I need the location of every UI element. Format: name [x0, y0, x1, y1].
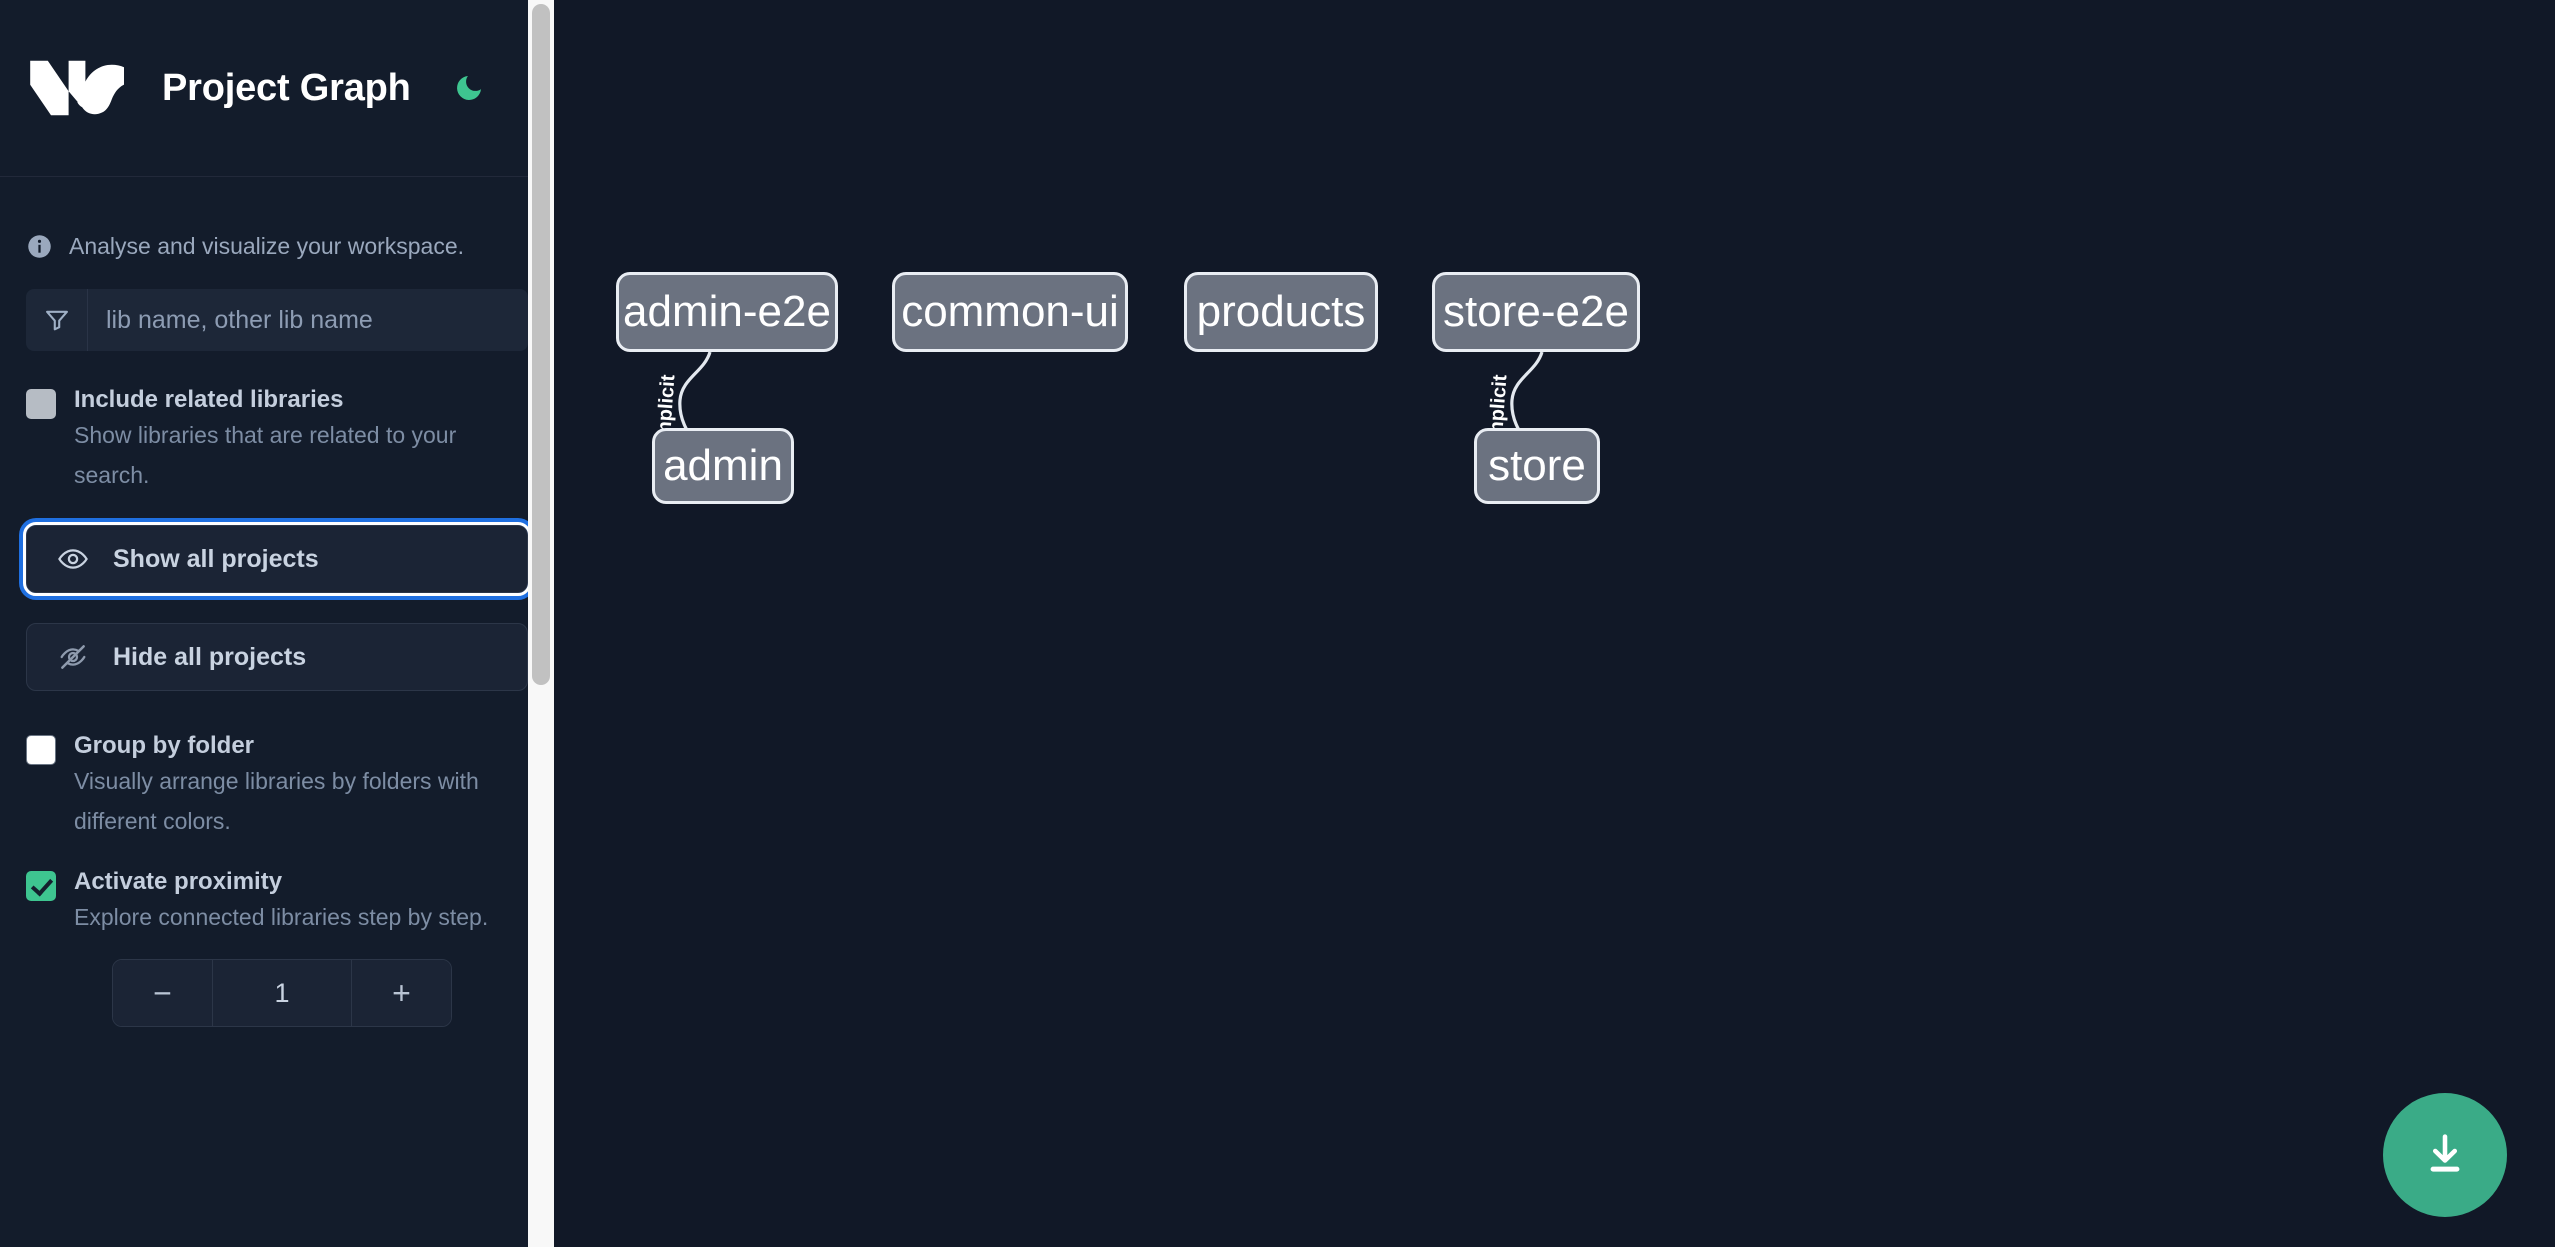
nx-logo-icon: [26, 56, 139, 120]
graph-node-label: products: [1196, 287, 1366, 336]
group-by-folder-checkbox[interactable]: [26, 735, 56, 765]
graph-node-label: common-ui: [901, 287, 1119, 336]
sidebar-scrollbar[interactable]: [528, 0, 554, 1247]
eye-icon: [57, 542, 91, 576]
stepper-value: 1: [213, 960, 351, 1026]
proximity-stepper[interactable]: − 1 +: [112, 959, 452, 1027]
option-description: Visually arrange libraries by folders wi…: [74, 768, 479, 834]
show-all-projects-button[interactable]: Show all projects: [23, 522, 531, 596]
search-row: [0, 277, 554, 351]
show-all-projects-label: Show all projects: [113, 544, 319, 573]
option-include-related-libraries[interactable]: Include related libraries Show libraries…: [0, 351, 554, 495]
sidebar-scrollbar-thumb[interactable]: [532, 4, 550, 685]
workspace-tagline: Analyse and visualize your workspace.: [0, 177, 554, 277]
option-group-by-folder[interactable]: Group by folder Visually arrange librari…: [0, 691, 554, 841]
hide-all-projects-wrap: Hide all projects: [0, 593, 554, 691]
graph-node-products[interactable]: products: [1184, 272, 1378, 352]
sidebar: Project Graph Analyse and visualize your…: [0, 0, 554, 1247]
stepper-decrement-button[interactable]: −: [113, 960, 213, 1026]
graph-node-label: admin: [663, 441, 783, 490]
hide-all-projects-button[interactable]: Hide all projects: [26, 623, 528, 691]
graph-canvas[interactable]: implicit implicit admin-e2e common-ui pr…: [554, 0, 2555, 1247]
page-title: Project Graph: [162, 66, 411, 109]
option-label: Include related libraries: [74, 386, 344, 413]
graph-node-common-ui[interactable]: common-ui: [892, 272, 1128, 352]
info-icon: [26, 233, 53, 260]
graph-node-store-e2e[interactable]: store-e2e: [1432, 272, 1640, 352]
download-graph-button[interactable]: [2383, 1093, 2507, 1217]
graph-node-label: admin-e2e: [623, 287, 831, 336]
sidebar-header: Project Graph: [0, 0, 554, 177]
download-icon: [2419, 1128, 2471, 1183]
graph-node-admin[interactable]: admin: [652, 428, 794, 504]
graph-node-admin-e2e[interactable]: admin-e2e: [616, 272, 838, 352]
stepper-increment-button[interactable]: +: [351, 960, 451, 1026]
tagline-text: Analyse and visualize your workspace.: [69, 232, 465, 259]
graph-node-label: store: [1488, 441, 1586, 490]
proximity-stepper-wrap: − 1 +: [0, 937, 554, 1027]
include-related-libraries-checkbox[interactable]: [26, 389, 56, 419]
moon-icon[interactable]: [449, 68, 489, 108]
graph-node-label: store-e2e: [1443, 287, 1629, 336]
search-input[interactable]: [88, 289, 528, 351]
option-label: Activate proximity: [74, 868, 283, 895]
option-description: Explore connected libraries step by step…: [74, 904, 489, 930]
eye-slash-icon: [57, 640, 91, 674]
option-label: Group by folder: [74, 732, 254, 759]
filter-funnel-icon[interactable]: [26, 289, 88, 351]
show-all-projects-wrap: Show all projects: [0, 495, 554, 596]
activate-proximity-checkbox[interactable]: [26, 871, 56, 901]
hide-all-projects-label: Hide all projects: [113, 642, 307, 671]
graph-node-store[interactable]: store: [1474, 428, 1600, 504]
graph-edges: implicit implicit: [653, 351, 1544, 462]
search-box[interactable]: [26, 289, 528, 351]
option-description: Show libraries that are related to your …: [74, 422, 457, 488]
option-activate-proximity[interactable]: Activate proximity Explore connected lib…: [0, 841, 554, 937]
